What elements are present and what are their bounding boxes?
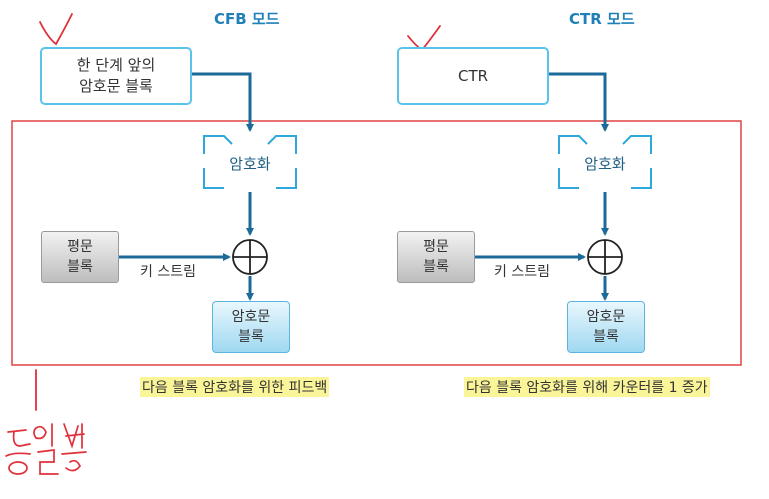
handwritten-note: [5, 423, 87, 475]
cfb-plain-line2: 블록: [67, 259, 93, 275]
ctr-input-label: CTR: [457, 66, 489, 85]
cfb-encrypt-label: 암호화: [229, 155, 271, 173]
ctr-encrypt-bracket: [558, 135, 652, 189]
ctr-plaintext-block: 평문 블록: [397, 231, 475, 283]
cfb-input-line1: 한 단계 앞의: [76, 56, 156, 74]
checkmark-icon: [39, 13, 73, 46]
ctr-encrypt-label: 암호화: [584, 155, 626, 173]
cfb-input-line2: 암호문 블록: [79, 77, 153, 95]
ctr-xor-symbol: [587, 239, 623, 275]
ctr-plain-line1: 평문: [423, 239, 449, 255]
cfb-xor-symbol: [232, 239, 268, 275]
cfb-feedback-caption: 다음 블록 암호화를 위한 피드백: [140, 377, 330, 397]
ctr-input-arrow: [547, 72, 609, 132]
ctr-plain-line2: 블록: [423, 259, 449, 275]
ctr-mode-title: CTR 모드: [569, 10, 635, 28]
cfb-cipher-line2: 블록: [238, 329, 264, 345]
cfb-input-arrow: [190, 72, 254, 132]
cfb-plain-line1: 평문: [67, 239, 93, 255]
cfb-keystream-label: 키 스트림: [140, 264, 196, 280]
cfb-mode-title: CFB 모드: [214, 10, 280, 28]
red-frame: [11, 120, 742, 366]
cfb-plaintext-block: 평문 블록: [41, 231, 119, 283]
ctr-increment-caption: 다음 블록 암호화를 위해 카운터를 1 증가: [464, 377, 710, 397]
ctr-keystream-label: 키 스트림: [494, 264, 550, 280]
ctr-cipher-line1: 암호문: [586, 309, 626, 325]
ctr-cipher-line2: 블록: [593, 329, 619, 345]
cfb-encrypt-bracket: [203, 135, 297, 189]
ctr-ciphertext-block: 암호문 블록: [567, 301, 645, 353]
cfb-previous-cipher-block: 한 단계 앞의 암호문 블록: [40, 47, 192, 105]
cfb-cipher-line1: 암호문: [231, 309, 271, 325]
cfb-ciphertext-block: 암호문 블록: [212, 301, 290, 353]
ctr-counter-block: CTR: [397, 47, 549, 105]
